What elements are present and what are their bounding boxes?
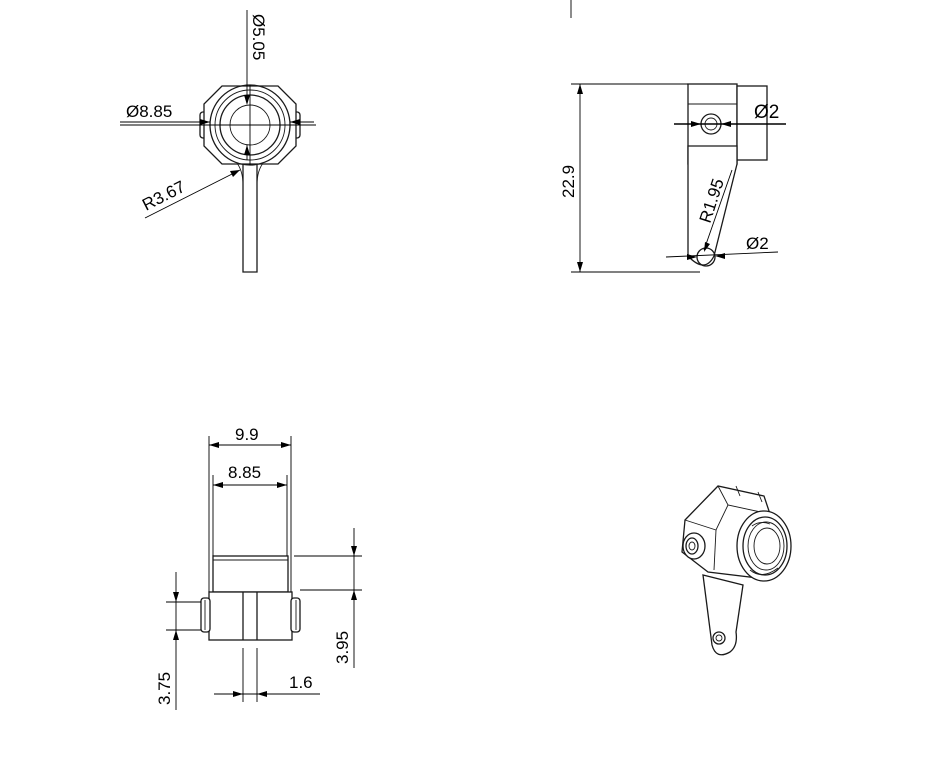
isometric-view: [681, 485, 792, 656]
bottom-left-boss: [200, 597, 211, 633]
dim-height-right: 3.95: [333, 631, 352, 664]
dim-height-left: 3.75: [155, 672, 174, 705]
bottom-lower-block: [208, 591, 293, 641]
front-view: Ø5.05 Ø8.85 R3.67: [120, 10, 316, 273]
bottom-view: 9.9 8.85 3.95 3.75 1.6: [155, 425, 362, 710]
dim-dia-bottom-hole: Ø2: [746, 234, 769, 253]
side-view: 22.9 Ø2 R1.95 Ø2: [559, 0, 786, 273]
iso-bore-face: [736, 510, 792, 582]
dim-dia-top-hole: Ø2: [754, 102, 779, 123]
dim-dia-outer: Ø8.85: [126, 102, 172, 121]
iso-arm: [702, 574, 744, 656]
dim-dia-bore: Ø5.05: [249, 14, 268, 60]
bottom-right-boss: [290, 597, 301, 633]
bottom-upper-band: [212, 555, 289, 593]
dim-height: 22.9: [559, 165, 578, 198]
dim-width-inner: 8.85: [228, 463, 261, 482]
dim-arm-width: 1.6: [289, 673, 313, 692]
side-boss: [736, 85, 768, 161]
dim-width-outer: 9.9: [235, 425, 259, 444]
